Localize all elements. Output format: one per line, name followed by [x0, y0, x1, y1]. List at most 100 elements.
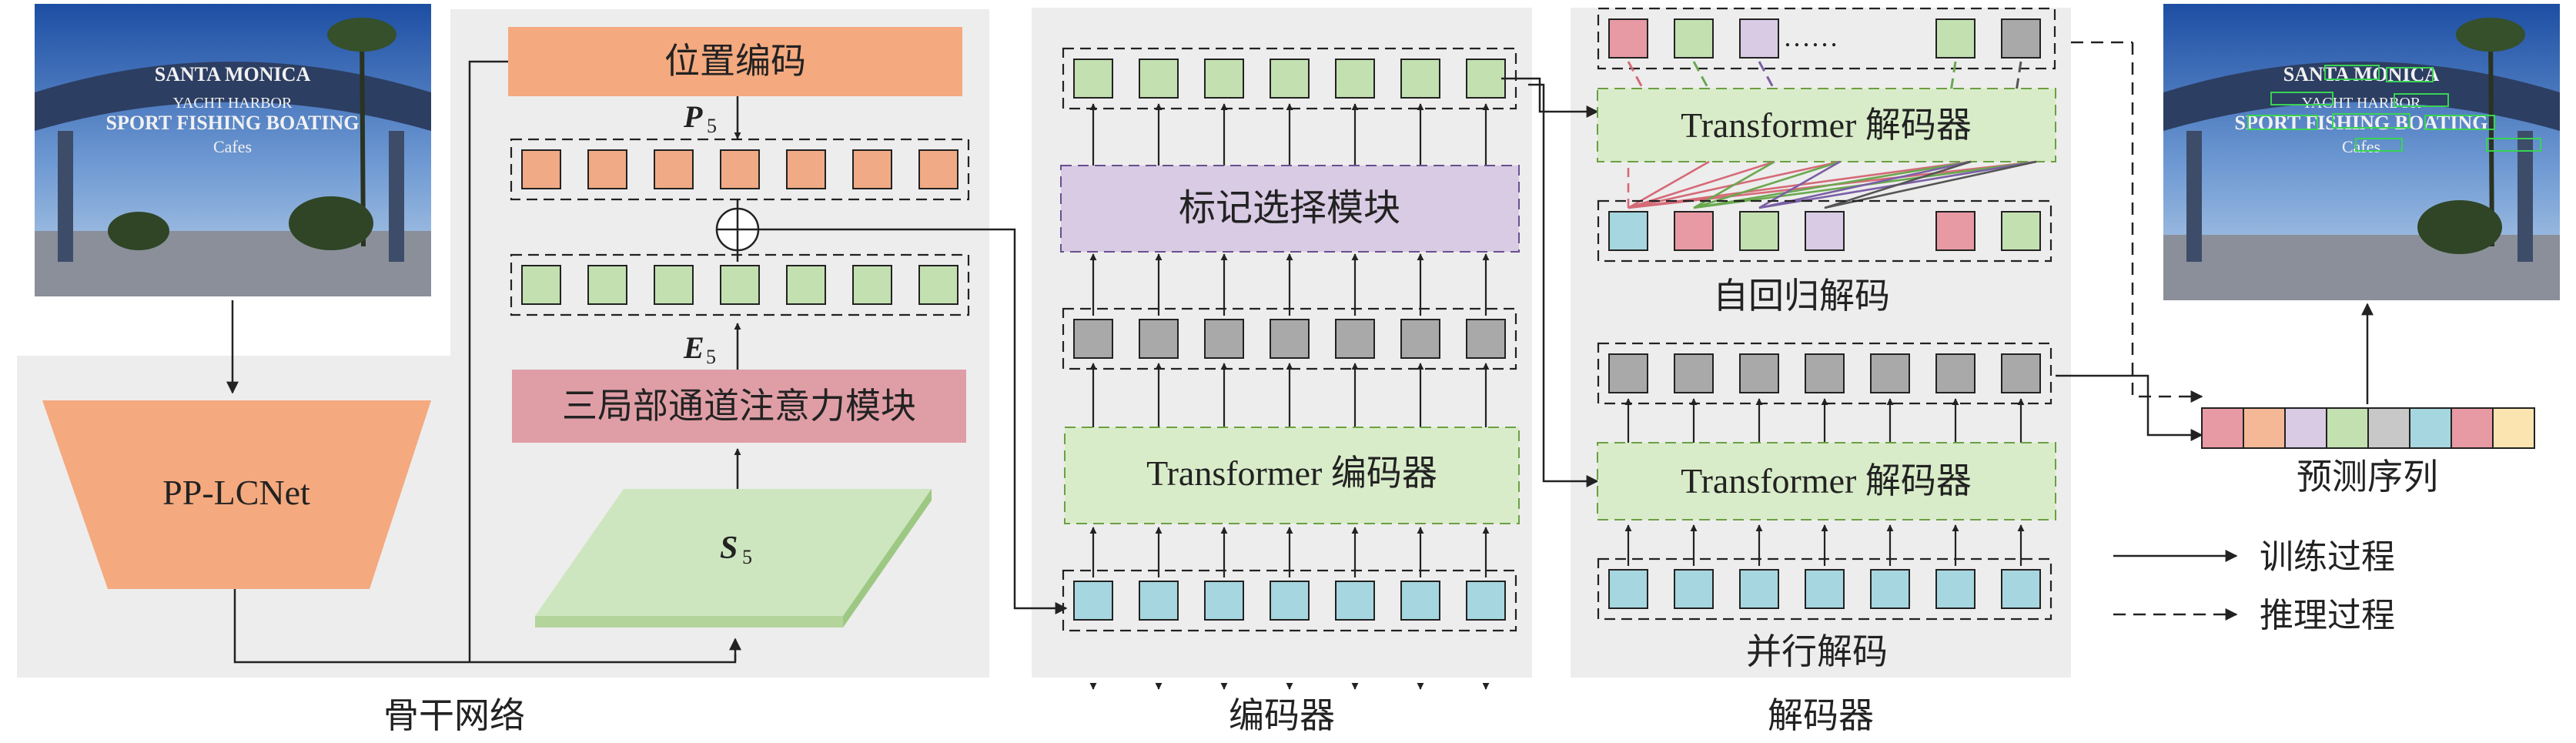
token-square — [1400, 59, 1440, 99]
sign-text-bottom: Cafes — [213, 137, 252, 156]
sign-text-mid: YACHT HARBOR — [173, 95, 293, 112]
s5-feature-map — [535, 489, 932, 628]
e5-sub: 5 — [706, 346, 716, 368]
token-square — [1608, 18, 1648, 59]
prediction-token — [2367, 407, 2410, 449]
token-square — [2001, 569, 2041, 609]
token-square — [1739, 569, 1779, 609]
token-square — [786, 149, 826, 189]
token-square — [1270, 59, 1310, 99]
ar-decoding-label: 自回归解码 — [1713, 275, 1890, 316]
token-square — [1805, 211, 1845, 251]
position-encoding-block — [508, 27, 962, 96]
token-square — [1466, 581, 1506, 621]
ar-decoder-label: Transformer 解码器 — [1681, 105, 1972, 145]
transformer-encoder-label: Transformer 编码器 — [1146, 453, 1437, 493]
token-square — [918, 149, 958, 189]
position-encoding-label: 位置编码 — [664, 40, 806, 82]
token-square — [1204, 319, 1244, 359]
p5-token-row — [510, 138, 970, 201]
token-square — [1400, 581, 1440, 621]
prediction-token — [2451, 407, 2494, 449]
token-square — [1739, 353, 1779, 393]
token-square — [852, 149, 892, 189]
token-square — [2001, 211, 2041, 251]
prediction-label: 预测序列 — [2297, 456, 2438, 497]
e5-base: E — [683, 330, 704, 365]
token-square — [1935, 353, 1975, 393]
token-square — [1139, 59, 1179, 99]
output-image: SANTA MONICA YACHT HARBOR SPORT FISHING … — [2163, 4, 2560, 300]
token-selection-label: 标记选择模块 — [1179, 186, 1400, 229]
token-square — [1739, 211, 1779, 251]
token-square — [1608, 569, 1648, 609]
ar-ellipsis: …… — [1783, 22, 1838, 52]
prediction-sequence — [2201, 407, 2535, 449]
token-square — [720, 149, 760, 189]
token-square — [1674, 353, 1714, 393]
token-square — [1466, 319, 1506, 359]
pp-lcnet-label: PP-LCNet — [162, 473, 310, 512]
token-selection-module — [1060, 165, 1520, 253]
token-square — [2001, 18, 2041, 59]
output-sign-text-mid: YACHT HARBOR — [2302, 95, 2421, 112]
ar-transformer-decoder — [1597, 88, 2056, 162]
token-square — [1935, 18, 1975, 59]
prediction-token — [2201, 407, 2244, 449]
token-square — [1400, 319, 1440, 359]
token-square — [1805, 353, 1845, 393]
token-square — [1935, 211, 1975, 251]
ar-output-tokens — [1597, 7, 2056, 70]
add-operator — [715, 207, 760, 252]
p5-sub: 5 — [707, 115, 717, 137]
s5-base: S — [720, 530, 738, 566]
token-square — [1139, 319, 1179, 359]
token-square — [1335, 59, 1375, 99]
token-square — [1204, 59, 1244, 99]
token-square — [654, 265, 694, 305]
par-transformer-decoder — [1597, 442, 2056, 520]
token-square — [720, 265, 760, 305]
token-square — [1139, 581, 1179, 621]
token-square — [1608, 353, 1648, 393]
s5-sub: 5 — [742, 546, 752, 568]
token-square — [654, 149, 694, 189]
transformer-encoder-block — [1064, 427, 1520, 524]
e5-token-row — [510, 253, 970, 316]
output-sign-text-bottom: Cafes — [2342, 137, 2380, 156]
encoder-mid-tokens — [1062, 307, 1517, 370]
token-square — [1805, 569, 1845, 609]
sign-text-main: SPORT FISHING BOATING — [106, 112, 360, 134]
token-square — [852, 265, 892, 305]
token-square — [1608, 211, 1648, 251]
encoder-input-tokens — [1062, 569, 1517, 632]
detection-overlays — [2247, 65, 2541, 152]
sign-text-top: SANTA MONICA — [155, 63, 311, 85]
token-square — [1270, 581, 1310, 621]
token-square — [1466, 59, 1506, 99]
token-square — [2001, 353, 2041, 393]
token-square — [1073, 319, 1113, 359]
input-image: SANTA MONICA YACHT HARBOR SPORT FISHING … — [35, 4, 431, 296]
section-label-decoder: 解码器 — [1768, 694, 1874, 736]
token-square — [521, 265, 561, 305]
token-square — [1674, 569, 1714, 609]
par-input-tokens — [1597, 557, 2052, 621]
p5-base: P — [683, 99, 703, 134]
token-square — [1270, 319, 1310, 359]
legend: 训练过程 推理过程 — [2113, 537, 2395, 635]
pp-lcnet-block — [42, 400, 431, 589]
prediction-token — [2409, 407, 2452, 449]
section-label-backbone: 骨干网络 — [383, 694, 525, 736]
token-square — [1204, 581, 1244, 621]
par-decoder-label: Transformer 解码器 — [1681, 461, 1972, 500]
legend-train-label: 训练过程 — [2260, 537, 2395, 577]
attention-module-block — [512, 370, 966, 443]
attention-module-label: 三局部通道注意力模块 — [562, 385, 916, 427]
token-square — [1335, 319, 1375, 359]
prediction-token — [2492, 407, 2535, 449]
token-square — [521, 149, 561, 189]
token-square — [1674, 211, 1714, 251]
prediction-token — [2243, 407, 2286, 449]
